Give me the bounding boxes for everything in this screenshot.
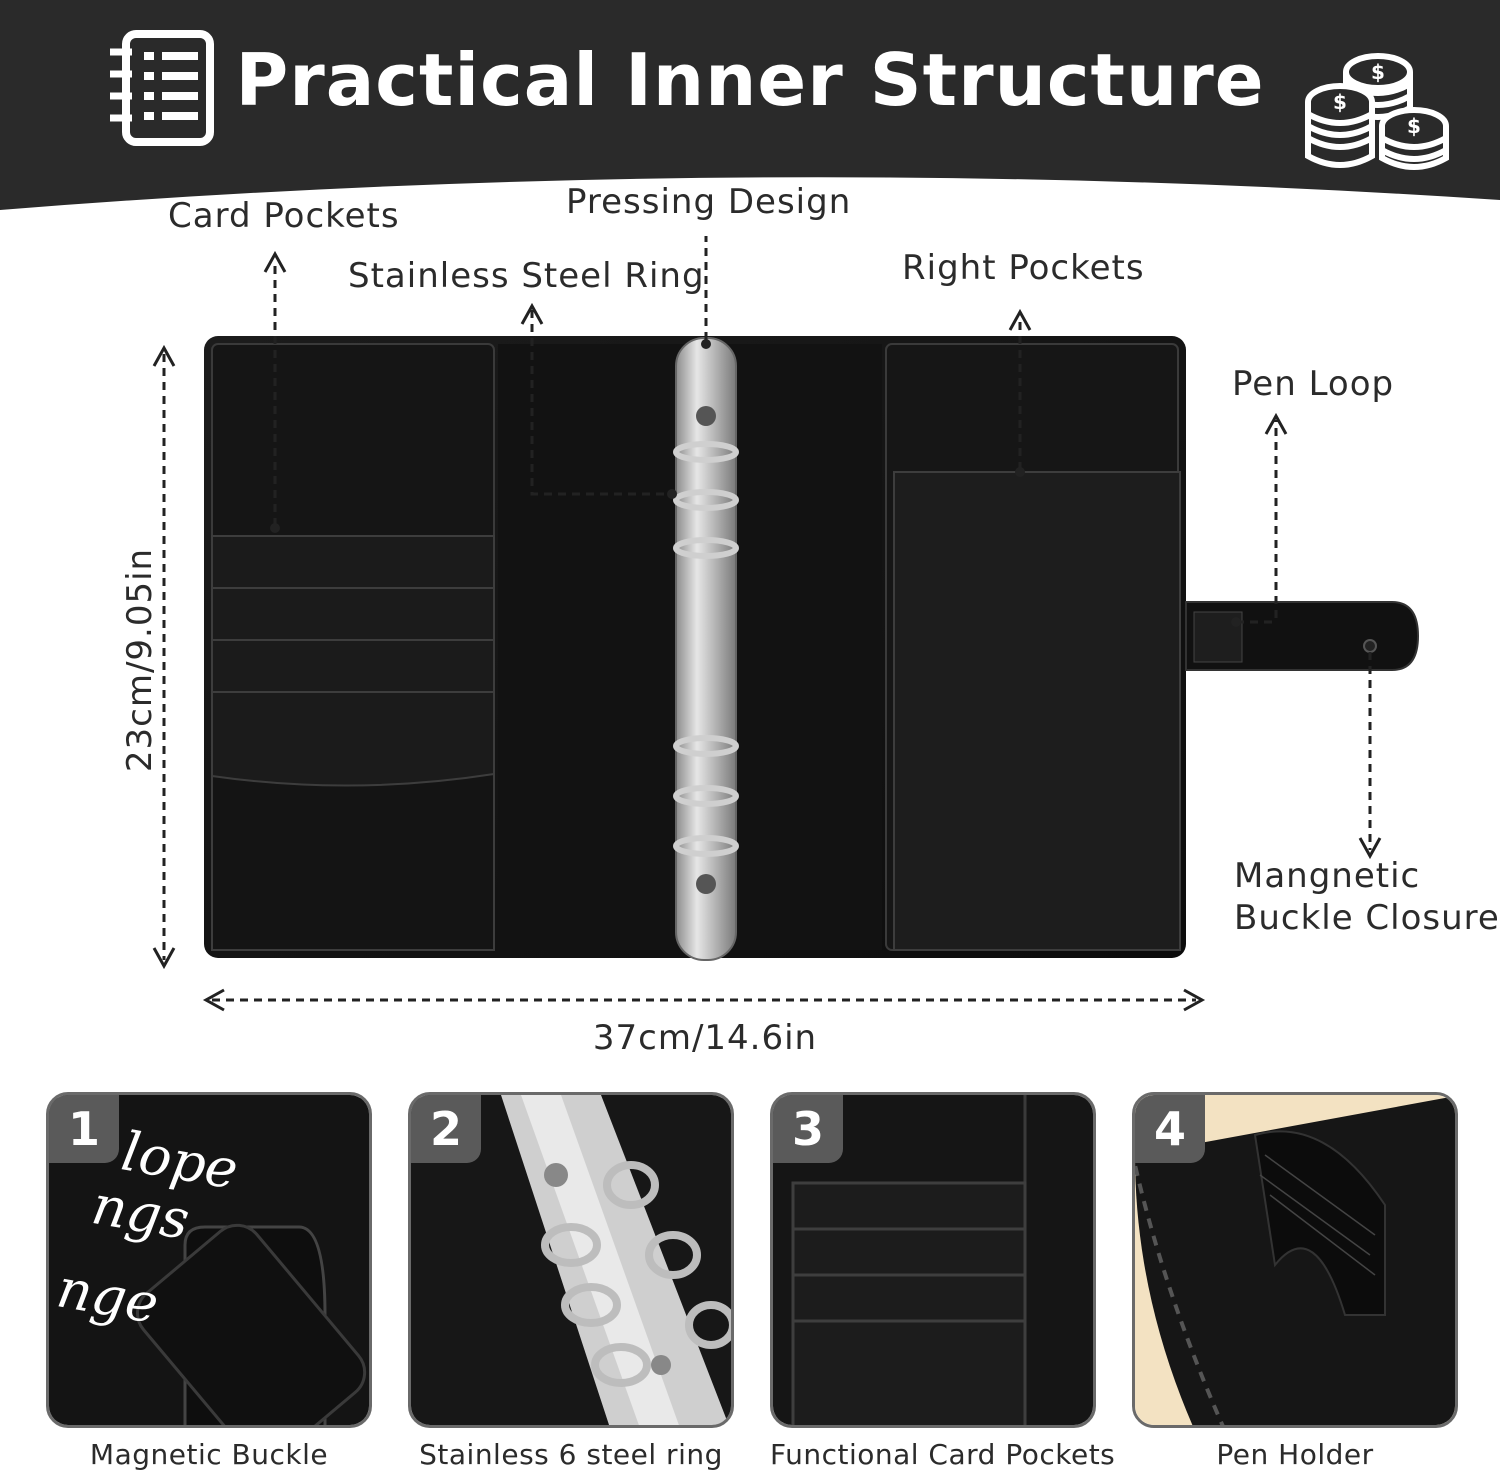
feature-thumb-magnetic-buckle: lope ngs nge 1: [46, 1092, 372, 1428]
feature-2-number: 2: [411, 1095, 481, 1163]
page-title: Practical Inner Structure: [235, 38, 1265, 122]
binder-illustration: [152, 236, 1420, 1012]
svg-text:$: $: [1407, 114, 1421, 138]
right-pockets-label: Right Pockets: [902, 248, 1145, 288]
feature-thumb-steel-ring: 2: [408, 1092, 734, 1428]
pen-loop-label: Pen Loop: [1232, 364, 1395, 404]
notebook-list-icon: [110, 30, 214, 146]
width-dimension-label: 37cm/14.6in: [592, 1018, 818, 1058]
magnetic-closure-label-line1: Mangnetic: [1234, 856, 1421, 896]
feature-thumb-card-pockets: 3: [770, 1092, 1096, 1428]
stainless-steel-ring-label: Stainless Steel Ring: [348, 256, 705, 296]
feature-2-caption: Stainless 6 steel ring: [419, 1438, 723, 1471]
feature-thumb-pen-holder: 4: [1132, 1092, 1458, 1428]
header-banner: [0, 0, 1500, 210]
feature-3-number: 3: [773, 1095, 843, 1163]
svg-text:$: $: [1333, 90, 1347, 114]
magnetic-closure-label-line2: Buckle Closure: [1234, 898, 1500, 938]
feature-4-number: 4: [1135, 1095, 1205, 1163]
height-dimension-label: 23cm/9.05in: [120, 547, 160, 773]
card-pockets-label: Card Pockets: [168, 196, 400, 236]
pressing-design-label: Pressing Design: [566, 182, 852, 222]
feature-1-caption: Magnetic Buckle: [89, 1438, 329, 1471]
feature-4-caption: Pen Holder: [1216, 1438, 1374, 1471]
feature-3-caption: Functional Card Pockets: [770, 1438, 1116, 1471]
svg-text:$: $: [1371, 60, 1385, 84]
feature-1-number: 1: [49, 1095, 119, 1163]
height-dimension: 23cm/9.05in: [100, 450, 180, 870]
coin-stacks-icon: $ $ $: [1305, 53, 1449, 170]
